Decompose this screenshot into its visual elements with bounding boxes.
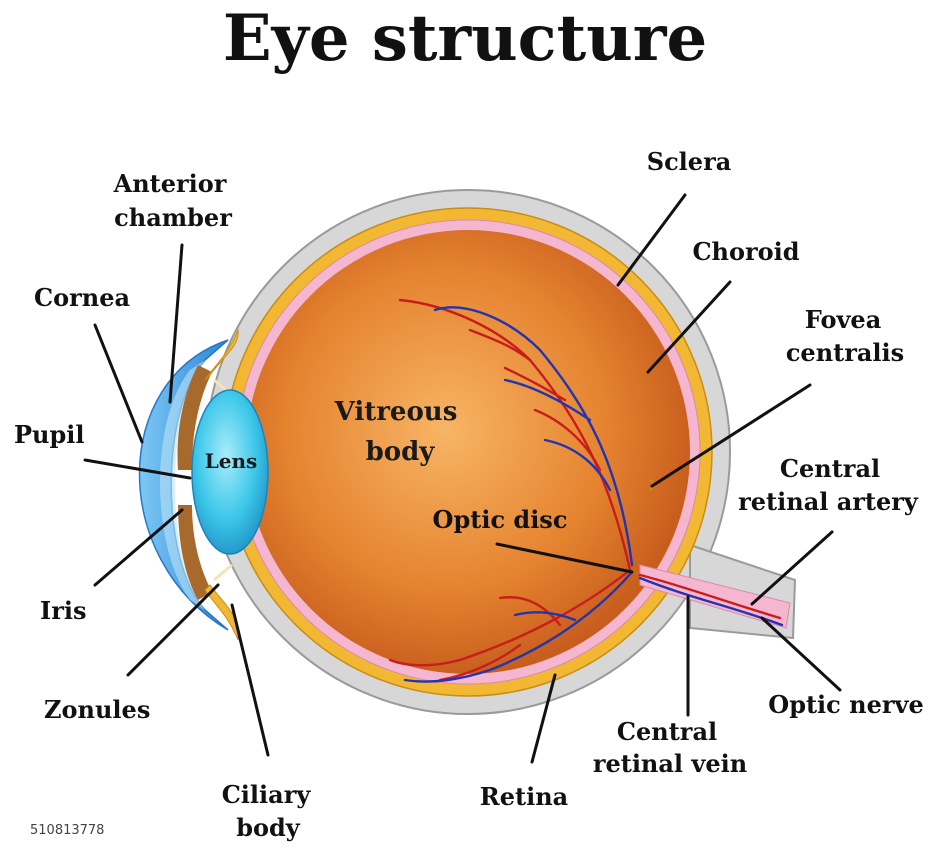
label-central-retinal-vein: Central	[617, 717, 717, 746]
label-anterior-chamber: Anterior	[113, 169, 227, 198]
label-zonules: Zonules	[44, 695, 150, 724]
label-lens: Lens	[205, 449, 258, 473]
ciliary-body	[204, 328, 239, 381]
label-retina: Retina	[480, 782, 568, 811]
label-fovea-centralis-line2: centralis	[786, 338, 904, 367]
label-fovea-centralis: Fovea	[805, 305, 882, 334]
pointer-sclera	[616, 193, 687, 287]
pointer-cornea	[93, 323, 144, 444]
label-pupil: Pupil	[14, 420, 85, 449]
stock-id: 510813778	[30, 823, 104, 838]
label-ciliary-body-line2: body	[236, 813, 301, 842]
label-optic-nerve: Optic nerve	[768, 690, 923, 719]
label-cornea: Cornea	[34, 283, 130, 312]
label-vitreous-body: Vitreous	[334, 397, 458, 427]
pointer-pupil	[83, 458, 192, 480]
label-choroid: Choroid	[692, 237, 799, 266]
retinal-vessels	[388, 298, 784, 683]
anterior-chamber	[160, 360, 205, 610]
label-optic-disc: Optic disc	[433, 505, 568, 534]
label-central-retinal-artery: Central	[780, 454, 880, 483]
pointer-optic-disc	[495, 542, 634, 574]
lens	[191, 389, 269, 555]
label-sclera: Sclera	[647, 147, 732, 176]
diagram-title: Eye structure	[223, 1, 707, 76]
pointer-retina	[530, 673, 557, 764]
pointer-iris	[93, 508, 184, 587]
label-iris: Iris	[40, 596, 87, 625]
pointer-central-retinal-artery	[750, 530, 834, 606]
pointer-optic-nerve	[760, 616, 842, 692]
pointer-lines	[83, 193, 842, 764]
pointer-zonules	[126, 583, 220, 677]
pointer-anterior-chamber	[168, 243, 184, 404]
label-central-retinal-artery-line2: retinal artery	[738, 487, 919, 516]
label-ciliary-body: Ciliary	[222, 780, 312, 809]
label-vitreous-body-line2: body	[366, 437, 436, 467]
pointer-fovea-centralis	[650, 383, 812, 488]
pointer-ciliary-body	[230, 603, 270, 757]
label-anterior-chamber-line2: chamber	[114, 203, 232, 232]
vitreous-body	[246, 230, 690, 674]
pointer-choroid	[646, 280, 732, 374]
label-central-retinal-vein-line2: retinal vein	[593, 749, 747, 778]
iris	[177, 365, 212, 470]
